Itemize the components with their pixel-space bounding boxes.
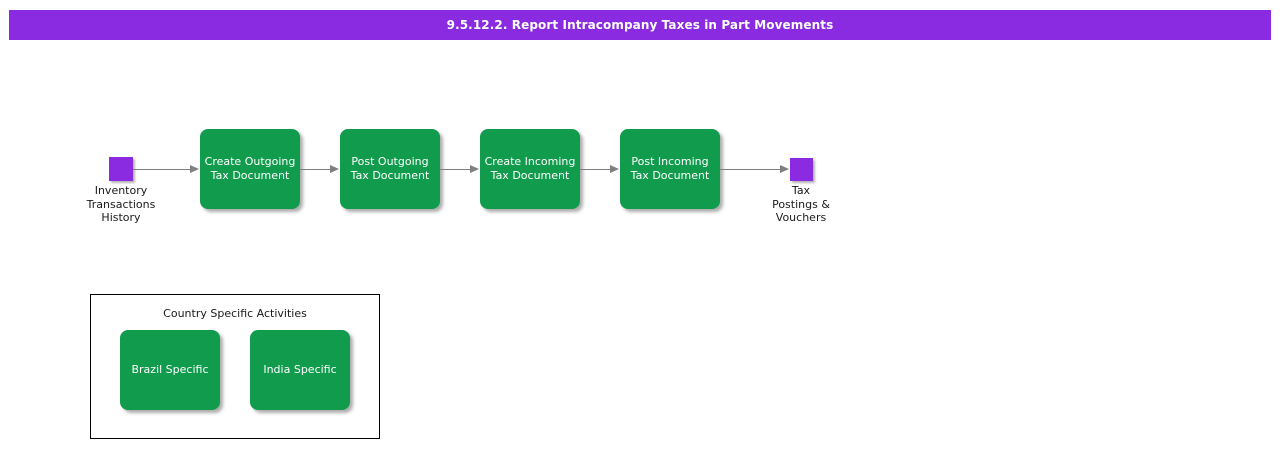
- flow-arrow: [133, 165, 199, 174]
- process-step-brazil-specific[interactable]: Brazil Specific: [120, 330, 220, 410]
- tax-postings-vouchers-node[interactable]: [790, 158, 813, 181]
- process-step-label-line: Create Outgoing: [204, 155, 296, 168]
- process-step-post-incoming-tax-document[interactable]: Post Incoming Tax Document: [620, 129, 720, 209]
- process-step-create-outgoing-tax-document[interactable]: Create Outgoing Tax Document: [200, 129, 300, 209]
- arrow-head-icon: [780, 165, 789, 173]
- start-terminal-label-line: Transactions: [86, 197, 156, 211]
- process-step-india-specific[interactable]: India Specific: [250, 330, 350, 410]
- process-step-label-line: Tax Document: [630, 169, 710, 182]
- end-terminal-label-line: Vouchers: [775, 211, 827, 224]
- diagram-title-bar: 9.5.12.2. Report Intracompany Taxes in P…: [9, 10, 1271, 40]
- end-terminal-label-line: Tax: [791, 184, 811, 197]
- process-step-label-line: Create Incoming: [484, 155, 576, 168]
- process-step-label-line: Tax Document: [350, 169, 430, 182]
- arrow-line: [580, 169, 612, 170]
- arrow-line: [440, 169, 472, 170]
- start-terminal-label-line: History: [101, 211, 141, 224]
- process-step-post-outgoing-tax-document[interactable]: Post Outgoing Tax Document: [340, 129, 440, 209]
- arrow-head-icon: [330, 165, 339, 173]
- arrow-head-icon: [190, 165, 199, 173]
- process-step-label-line: Brazil Specific: [131, 363, 209, 376]
- start-terminal-label-line: Inventory: [94, 184, 148, 197]
- country-group-title: Country Specific Activities: [163, 307, 307, 320]
- end-terminal-label-line: Postings &: [772, 197, 830, 211]
- arrow-head-icon: [610, 165, 619, 173]
- arrow-line: [300, 169, 332, 170]
- flow-arrow: [440, 165, 479, 174]
- inventory-transactions-history-node[interactable]: [109, 157, 133, 181]
- arrow-line: [133, 169, 192, 170]
- process-step-label-line: Tax Document: [210, 169, 290, 182]
- flow-arrow: [580, 165, 619, 174]
- process-step-label-line: Post Outgoing: [351, 155, 429, 168]
- flow-arrow: [720, 165, 789, 174]
- process-step-create-incoming-tax-document[interactable]: Create Incoming Tax Document: [480, 129, 580, 209]
- process-step-label-line: Tax Document: [490, 169, 570, 182]
- start-terminal-label: Inventory Transactions History: [61, 184, 181, 225]
- arrow-head-icon: [470, 165, 479, 173]
- process-step-label-line: India Specific: [263, 363, 337, 376]
- end-terminal-label: Tax Postings & Vouchers: [741, 184, 861, 225]
- process-step-label-line: Post Incoming: [631, 155, 709, 168]
- flow-arrow: [300, 165, 339, 174]
- country-specific-activities-group: Country Specific Activities Brazil Speci…: [90, 294, 380, 439]
- arrow-line: [720, 169, 782, 170]
